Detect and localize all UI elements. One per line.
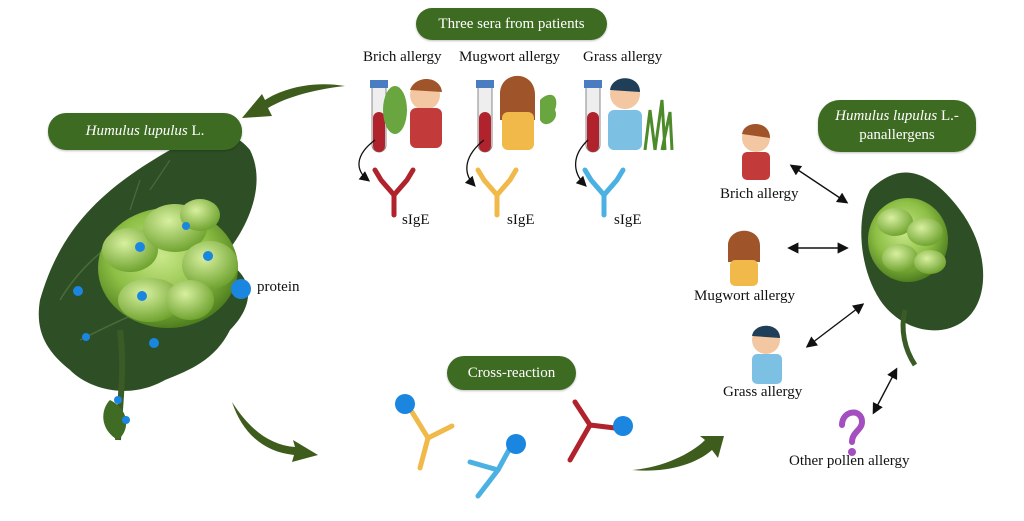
serum-label-birch: Brich allergy (363, 49, 442, 65)
right-label-birch: Brich allergy (720, 186, 799, 202)
antibody-birch (372, 167, 416, 218)
cross-reaction-pill: Cross-reaction (447, 356, 576, 390)
humulus-genus: Humulus lupulus (85, 123, 188, 139)
child-birch (742, 123, 770, 180)
hop-plant-left (38, 133, 257, 441)
panallergen-arrows (787, 164, 898, 415)
humulus-title: Humulus lupulus L. (86, 122, 205, 141)
protein-dots (73, 222, 213, 424)
patient-mugwort (476, 75, 557, 153)
child-mugwort (728, 230, 760, 286)
protein-label: protein (257, 279, 300, 295)
patient-grass (584, 78, 674, 153)
sige-label-mugwort: sIgE (507, 212, 535, 228)
antibody-mugwort (475, 167, 519, 218)
serum-label-grass: Grass allergy (583, 49, 663, 65)
protein-legend-dot (231, 279, 251, 299)
humulus-pill: Humulus lupulus L. (48, 113, 242, 150)
panallergen-title: Humulus lupulus L.- panallergens (835, 107, 959, 145)
right-label-grass: Grass allergy (723, 384, 803, 400)
sige-label-birch: sIgE (402, 212, 430, 228)
sera-title-pill: Three sera from patients (416, 8, 607, 40)
panallergen-suffix: L.- (940, 108, 959, 124)
sera-title: Three sera from patients (438, 15, 585, 32)
cross-antibody-blue (467, 434, 526, 499)
panallergen-genus: Humulus lupulus (835, 108, 938, 124)
cross-reaction-title: Cross-reaction (467, 364, 556, 381)
antibody-grass (582, 167, 626, 218)
patient-birch (370, 78, 442, 153)
question-mark-icon (839, 409, 866, 456)
child-grass (752, 325, 782, 384)
serum-label-mugwort: Mugwort allergy (459, 49, 560, 65)
panallergen-line2: panallergens (859, 127, 935, 143)
hop-plant-right (861, 172, 984, 367)
right-label-other: Other pollen allergy (789, 453, 910, 469)
cross-antibody-red (567, 399, 633, 463)
sige-label-grass: sIgE (614, 212, 642, 228)
right-label-mugwort: Mugwort allergy (694, 288, 795, 304)
panallergen-pill: Humulus lupulus L.- panallergens (818, 100, 976, 152)
cross-antibody-yellow (395, 394, 455, 471)
humulus-suffix: L. (191, 123, 205, 139)
serum-arrows (358, 139, 589, 187)
green-arrows (232, 84, 724, 471)
